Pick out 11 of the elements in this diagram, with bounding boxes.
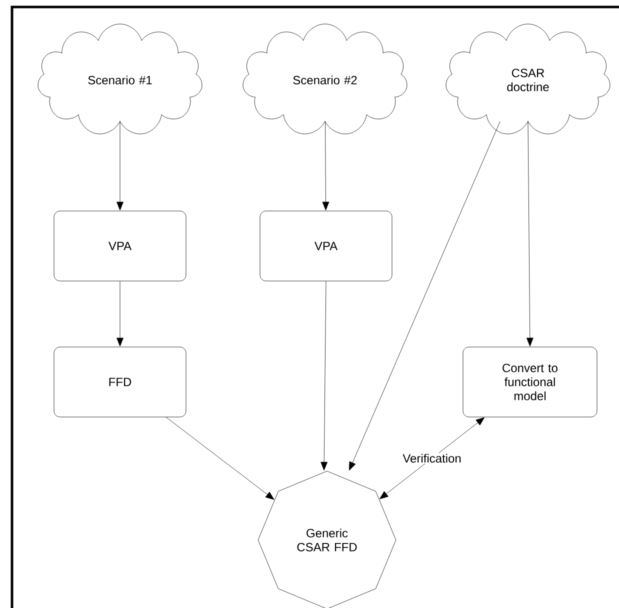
arrow [166, 417, 274, 500]
process-box: VPA [54, 210, 186, 282]
arrow [349, 121, 500, 471]
process-box: Convert to functional model [462, 346, 598, 418]
arrow [380, 417, 485, 500]
arrow [320, 281, 328, 471]
process-box: FFD [54, 346, 186, 418]
octagon-box: Generic CSAR FFD [258, 470, 396, 608]
edge-label: Verification [402, 452, 462, 464]
arrow [116, 281, 124, 346]
process-box: VPA [260, 210, 392, 282]
